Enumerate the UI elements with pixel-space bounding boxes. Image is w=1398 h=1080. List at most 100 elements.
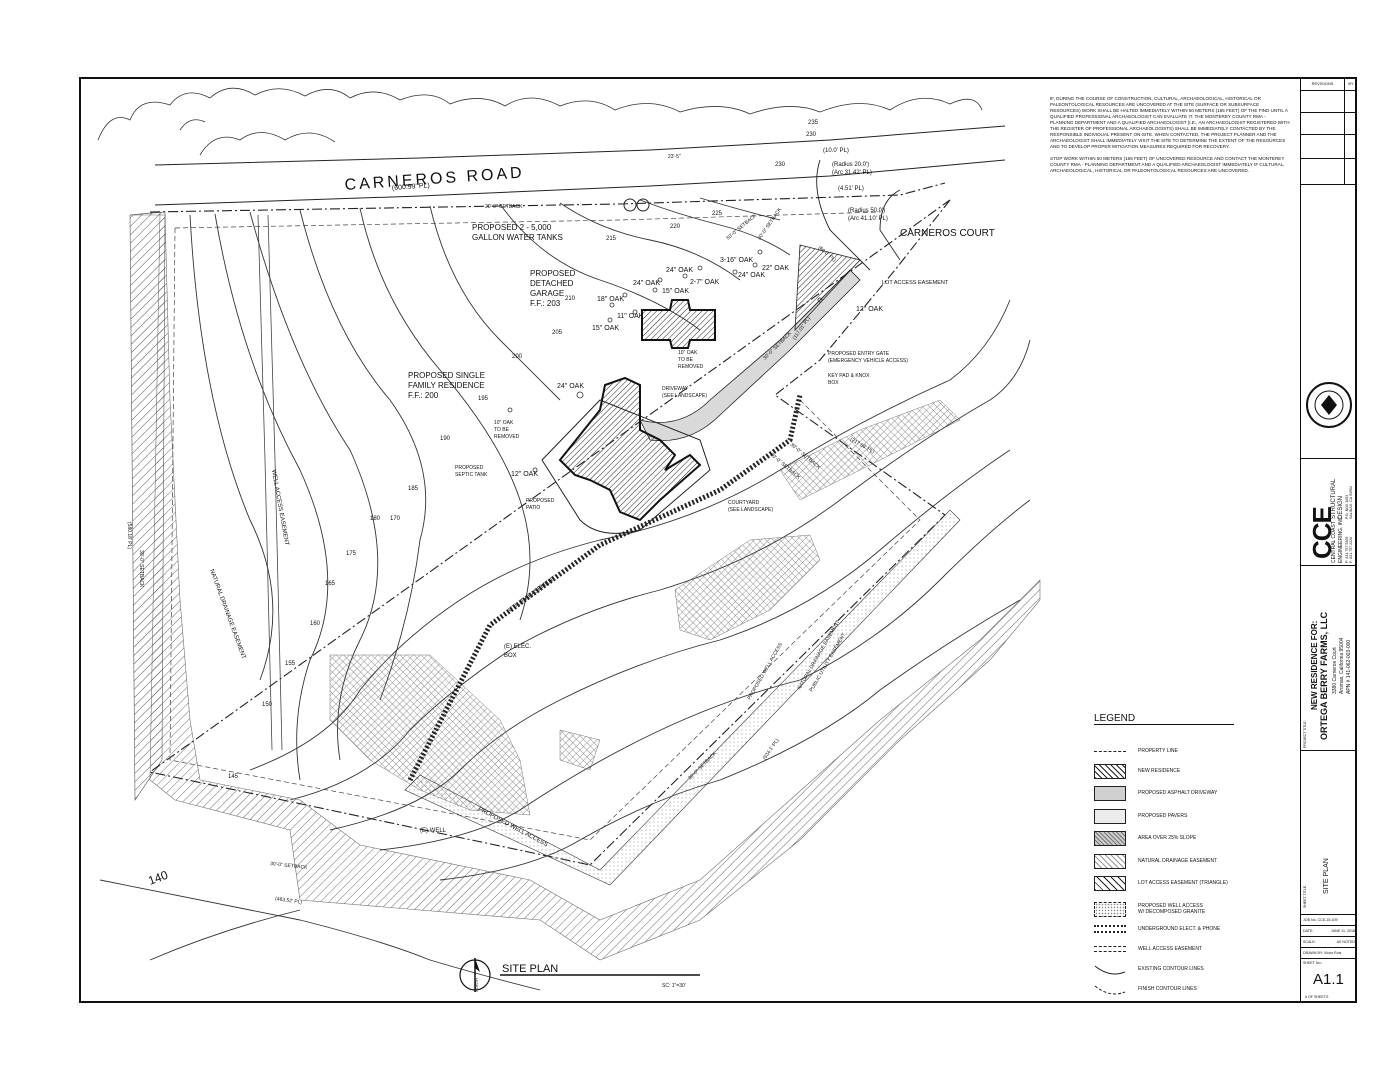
legend-row-new-residence: NEW RESIDENCE <box>1094 763 1180 779</box>
legend-swatch-existing-contour <box>1094 965 1126 974</box>
contour-220: 220 <box>670 224 681 230</box>
oak-label-10: 15" OAK <box>592 325 619 332</box>
well-access-easement-label: WELL ACCESS EASEMENT <box>270 469 289 546</box>
elec-box-label-1: (E) ELEC. <box>504 644 531 650</box>
legend-swatch-driveway <box>1094 785 1126 801</box>
keypad-label-2: BOX <box>828 380 839 386</box>
water-tanks <box>623 198 650 212</box>
oak-remove2-label-1: 10" OAK <box>494 420 514 426</box>
setback-1: 20'-0" SETBACK <box>485 204 523 210</box>
contour-155: 155 <box>285 661 296 667</box>
garage-label-2: DETACHED <box>530 279 574 288</box>
contour-195: 195 <box>478 396 489 402</box>
steep-slope-areas <box>329 399 961 816</box>
courtyard-label-2: (SEE LANDSCAPE) <box>728 507 773 513</box>
oak-trees <box>507 249 823 473</box>
entry-gate-label-1: PROPOSED ENTRY GATE <box>828 351 890 357</box>
dim-1: (600.99' PL) <box>392 182 430 192</box>
sheet-info: JOB No. CCE-15-109 DATE: JUNE 11, 2018 S… <box>1301 914 1357 1007</box>
legend-swatch-residence <box>1094 763 1126 779</box>
legend-row-slope: AREA OVER 25% SLOPE <box>1094 830 1196 846</box>
contour-160: 160 <box>310 621 321 627</box>
project-title-label: PROJECT TITLE: <box>1303 720 1307 748</box>
legend-swatch-pavers <box>1094 808 1126 824</box>
sheet-border <box>79 77 1357 1003</box>
setback-line <box>169 211 921 841</box>
contour-140: 140 <box>146 868 170 888</box>
setback-10: 23'-5" <box>668 154 681 160</box>
legend-label: NATURAL DRAINAGE EASEMENT <box>1138 858 1218 864</box>
dim-2: (10.0' PL) <box>823 148 849 154</box>
legend-label: WELL ACCESS EASEMENT <box>1138 946 1202 952</box>
project-line-3: 3380 Carneros Court <box>1332 647 1338 694</box>
utility-easement-label: UTILITY EASEMENT <box>508 575 558 613</box>
tree-canopy-top <box>97 87 983 156</box>
project-block: PROJECT TITLE: NEW RESIDENCE FOR: ORTEGA… <box>1301 564 1357 751</box>
oak-label-12: 12" OAK <box>511 471 538 478</box>
garage-label-3: GARAGE <box>530 289 564 298</box>
contour-150: 150 <box>262 702 273 708</box>
legend-label: NEW RESIDENCE <box>1138 768 1181 774</box>
proposed-well-access <box>404 509 961 886</box>
water-tanks-label-2: GALLON WATER TANKS <box>472 233 563 242</box>
proposed-residence <box>558 376 702 522</box>
utility-easement-line <box>407 394 803 782</box>
legend-label: UNDERGROUND ELECT. & PHONE <box>1138 926 1221 932</box>
existing-contours <box>99 197 1031 991</box>
west-drainage-strip <box>129 211 166 801</box>
legend-swatch-finish-contour <box>1094 985 1126 994</box>
contour-230b: 230 <box>775 162 786 168</box>
legend-swatch-slope <box>1094 830 1126 846</box>
septic-label-2: SEPTIC TANK <box>455 472 488 478</box>
entry-gate-label-2: (EMERGENCY VEHICLE ACCESS) <box>828 358 908 364</box>
legend-label: PROPERTY LINE <box>1138 748 1178 754</box>
engineer-stamp-seal <box>1306 382 1352 428</box>
driveway-label-1: DRIVEWAY <box>662 386 689 392</box>
oak-label-4: 3-16" OAK <box>720 257 754 264</box>
courtyard-label-1: COURTYARD <box>728 500 760 506</box>
oak-label-13: 12" OAK <box>856 306 883 313</box>
septic-label-1: PROPOSED <box>455 465 484 471</box>
keypad-label-1: KEY PAD & KNOX <box>828 373 870 379</box>
dim-12: (463.52' PL) <box>275 896 303 906</box>
setback-7: 30'-0" SETBACK <box>138 550 144 588</box>
legend-swatch-well-access <box>1094 901 1126 917</box>
natural-drainage-label: NATURAL DRAINAGE EASEMENT <box>208 569 246 661</box>
court-label: CARNEROS COURT <box>900 228 995 239</box>
carneros-court-edges <box>816 159 901 271</box>
north-label: NORTH <box>474 978 479 992</box>
contour-180: 180 <box>370 516 381 522</box>
legend-label: PROPOSED ASPHALT DRIVEWAY <box>1138 790 1218 796</box>
legend-row-well-access: PROPOSED WELL ACCESS W/ DECOMPOSED GRANI… <box>1094 897 1205 921</box>
courtyard-outline <box>541 399 711 534</box>
contour-225: 225 <box>712 211 723 217</box>
firm-line-3: CENTRAL COAST <box>1331 521 1337 563</box>
contour-185: 185 <box>408 486 419 492</box>
natural-drainage-area <box>129 211 1041 961</box>
dim-7: (Arc 41.10' PL) <box>848 216 888 222</box>
contour-235: 235 <box>808 120 819 126</box>
legend-swatch-property-line <box>1094 744 1126 752</box>
legend-row-pavers: PROPOSED PAVERS <box>1094 808 1187 824</box>
contour-165: 165 <box>325 581 336 587</box>
drawn-by: DRAWN BY: Victor Ruiz <box>1301 947 1357 958</box>
project-line-4: Aromas, California 95004 <box>1339 637 1345 694</box>
project-line-2: ORTEGA BERRY FARMS, LLC <box>1319 611 1329 740</box>
legend-label: PROPOSED PAVERS <box>1138 813 1188 819</box>
garage-label-4: F.F.: 203 <box>530 299 561 308</box>
date-label: DATE: <box>1303 929 1314 933</box>
job-number: JOB No. CCE-15-109 <box>1301 914 1357 925</box>
title-block: REVISIONS BY CCE STRUCTURAL DESIGN CENTR… <box>1300 78 1357 1002</box>
sheet-title: SITE PLAN <box>1323 858 1330 894</box>
lot-access-easement <box>794 244 861 332</box>
date-value: JUNE 11, 2018 <box>1330 929 1355 933</box>
legend-row-lot-access: LOT ACCESS EASEMENT (TRIANGLE) <box>1094 875 1228 891</box>
sheet-title-block: SHEET TITLE: SITE PLAN <box>1301 750 1357 914</box>
legend-swatch-well-easement <box>1094 946 1126 952</box>
garage-label-1: PROPOSED <box>530 269 576 278</box>
legend-label: W/ DECOMPOSED GRANITE <box>1138 909 1206 915</box>
of-sheets: # OF SHEETS <box>1305 995 1329 999</box>
firm-block: CCE STRUCTURAL DESIGN CENTRAL COAST ENGI… <box>1301 458 1357 566</box>
well-label: (E) WELL <box>420 828 447 834</box>
